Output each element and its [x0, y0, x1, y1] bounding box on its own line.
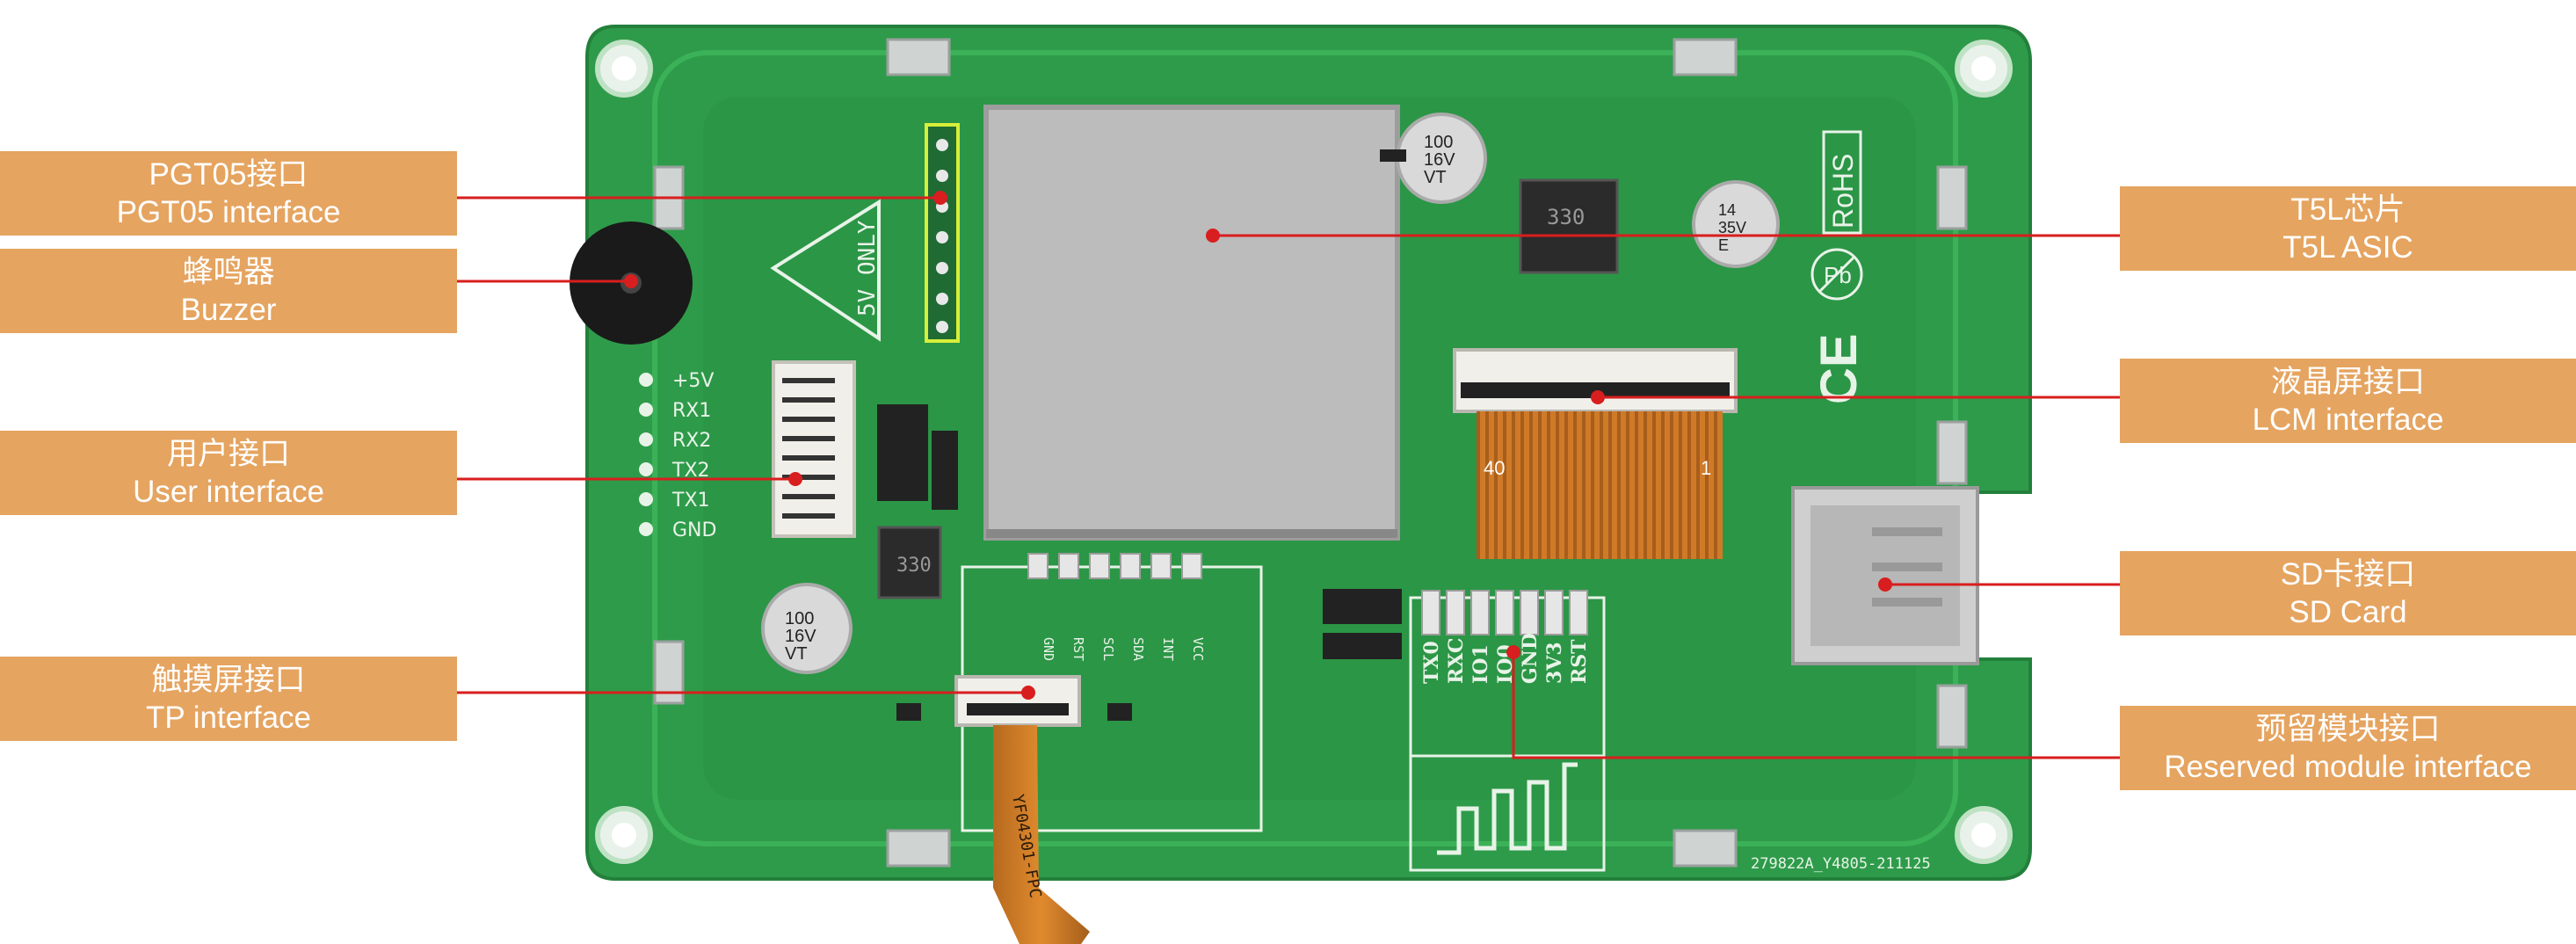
user-pin-label: GND [672, 519, 716, 541]
leader-lines [457, 196, 2120, 759]
label-lcm-interface: 液晶屏接口 LCM interface [2120, 359, 2576, 443]
inductor-label: 330 [896, 555, 932, 577]
svg-text:VT: VT [1424, 168, 1447, 187]
rohs-mark: RoHS [1827, 154, 1859, 229]
svg-text:100: 100 [1424, 133, 1453, 152]
svg-text:16V: 16V [785, 627, 816, 646]
leader-dots [624, 191, 1892, 700]
label-cn: T5L芯片 [2290, 192, 2405, 227]
label-cn: 液晶屏接口 [2270, 365, 2425, 399]
svg-text:SCL: SCL [1100, 637, 1116, 661]
label-buzzer: 蜂鸣器 Buzzer [0, 249, 457, 333]
svg-text:3V3: 3V3 [1543, 642, 1566, 684]
svg-text:RST: RST [1568, 639, 1591, 684]
label-en: TP interface [145, 701, 312, 735]
label-cn: 蜂鸣器 [182, 255, 275, 289]
capacitor-left: 100 16V VT [761, 583, 853, 674]
svg-text:TX0: TX0 [1420, 641, 1443, 684]
svg-text:E: E [1718, 236, 1729, 254]
pb-mark: Pb [1824, 262, 1852, 288]
inductor-label: 330 [1547, 205, 1585, 229]
user-pin-label: RX2 [672, 430, 711, 452]
svg-text:VCC: VCC [1190, 637, 1206, 661]
fpc-pin-40: 40 [1484, 457, 1505, 479]
svg-text:14: 14 [1718, 201, 1736, 219]
label-en: User interface [133, 475, 324, 509]
label-cn: SD卡接口 [2280, 557, 2416, 592]
label-sd-card: SD卡接口 SD Card [2120, 551, 2576, 635]
label-cn: 预留模块接口 [2255, 712, 2441, 746]
pb-free-mark [1810, 248, 1863, 301]
user-pin-label: RX1 [672, 400, 711, 422]
board-id: 279822A_Y4805-211125 [1751, 855, 1931, 873]
label-en: Reserved module interface [2164, 750, 2532, 784]
t5l-chip-shield [983, 105, 1400, 541]
svg-text:35V: 35V [1718, 219, 1746, 236]
fpc-pin-1: 1 [1701, 457, 1711, 479]
tp-ribbon [993, 725, 1090, 944]
svg-text:RST: RST [1070, 637, 1086, 661]
label-tp-interface: 触摸屏接口 TP interface [0, 657, 457, 741]
label-en: SD Card [2289, 595, 2407, 629]
label-reserved-module-interface: 预留模块接口 Reserved module interface [2120, 706, 2576, 790]
svg-text:RXC: RXC [1445, 638, 1468, 684]
user-pin-label: +5V [672, 370, 714, 392]
svg-text:GND: GND [1519, 633, 1542, 684]
mounting-holes [595, 40, 2013, 864]
label-cn: 触摸屏接口 [151, 663, 306, 697]
label-cn: 用户接口 [166, 437, 290, 471]
svg-text:IO1: IO1 [1469, 644, 1492, 684]
label-cn: PGT05接口 [149, 157, 308, 192]
label-pgt05-interface: PGT05接口 PGT05 interface [0, 151, 457, 236]
svg-text:SDA: SDA [1130, 637, 1146, 661]
svg-text:100: 100 [785, 609, 814, 628]
warning-silkscreen: 5V ONLY [854, 220, 881, 316]
svg-text:16V: 16V [1424, 150, 1455, 170]
antenna-trace [1437, 762, 1578, 855]
svg-text:INT: INT [1160, 637, 1176, 661]
label-t5l-asic: T5L芯片 T5L ASIC [2120, 186, 2576, 271]
capacitor-right: 14 35V E [1692, 180, 1780, 268]
svg-text:VT: VT [785, 644, 808, 664]
label-en: LCM interface [2252, 403, 2444, 437]
lcm-ribbon [1477, 411, 1723, 559]
label-user-interface: 用户接口 User interface [0, 431, 457, 515]
user-connector [772, 360, 856, 538]
user-pin-label: TX1 [671, 490, 710, 512]
label-en: PGT05 interface [116, 195, 341, 229]
label-en: T5L ASIC [2282, 230, 2413, 265]
tp-connector [954, 675, 1081, 727]
ce-mark: CE [1810, 333, 1868, 404]
svg-text:GND: GND [1041, 637, 1056, 661]
label-en: Buzzer [180, 293, 277, 327]
capacitor-top: 100 16V VT [1396, 113, 1487, 204]
